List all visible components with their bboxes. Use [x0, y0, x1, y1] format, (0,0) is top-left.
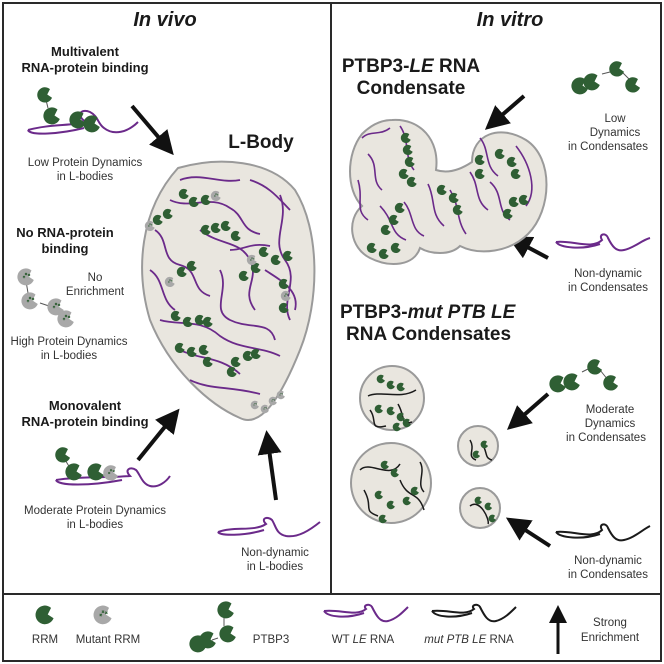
legend-arrow-1: Strong [593, 617, 627, 629]
le-rna-caption-1: Non-dynamic [574, 268, 642, 280]
legend-wt-italic: LE [352, 634, 367, 646]
mut-title-italic: mut PTB LE [407, 302, 516, 323]
le-free-ptbp3 [571, 61, 641, 95]
le-title-prefix: PTBP3- [341, 56, 410, 77]
multivalent-heading-2: RNA-protein binding [21, 60, 149, 75]
mut-title-prefix: PTBP3- [340, 302, 408, 323]
legend-arrow-2: Enrichment [580, 632, 640, 644]
lbody-label: L-Body [228, 132, 294, 153]
in-vivo-title: In vivo [133, 9, 197, 31]
no-enrichment-1: No [87, 272, 103, 284]
le-free-rna [555, 233, 651, 252]
arrow-multivalent-to-lbody [130, 104, 174, 156]
monovalent-caption-1: Moderate Protein Dynamics [24, 505, 166, 517]
mutant-ptbp3 [16, 267, 75, 328]
no-enrichment-2: Enrichment [65, 286, 125, 298]
invivo-rna-caption-2: in L-bodies [246, 561, 304, 573]
multivalent-caption-1: Low Protein Dynamics [27, 157, 143, 169]
legend-wt-suffix: RNA [366, 634, 395, 646]
free-wt-rna-invivo [217, 516, 321, 538]
le-protein-caption-2: Dynamics [589, 127, 641, 139]
legend-wt-prefix: WT [331, 634, 353, 646]
mut-free-ptbp3 [549, 359, 619, 393]
mut-protein-caption-2: Dynamics [584, 418, 636, 430]
legend-panel [2, 593, 662, 662]
no-binding-caption-1: High Protein Dynamics [10, 336, 128, 348]
mut-protein-caption-3: in Condensates [566, 432, 646, 444]
legend-ptbp3: PTBP3 [252, 634, 290, 646]
invivo-rna-caption-1: Non-dynamic [241, 547, 309, 559]
le-condensate [349, 118, 548, 265]
le-rna-caption-2: in Condensates [568, 282, 648, 294]
legend-wt-rna: WT LE RNA [318, 634, 408, 648]
legend-mutant-rrm-icon [93, 605, 113, 625]
legend-ptbp3-icon [189, 601, 236, 653]
lbody [141, 160, 316, 421]
multivalent-caption-2: in L-bodies [56, 171, 114, 183]
le-title-italic: LE [409, 56, 434, 77]
monovalent-ptbp3-on-rna [55, 447, 171, 488]
lbody-membrane [141, 160, 316, 421]
mut-free-rna [555, 523, 651, 542]
legend-rrm: RRM [31, 634, 59, 646]
monovalent-caption-2: in L-bodies [66, 519, 124, 531]
mut-protein-caption-1: Moderate [585, 404, 635, 416]
mut-rna-caption-1: Non-dynamic [574, 555, 642, 567]
multivalent-heading-1: Multivalent [51, 44, 119, 59]
no-binding-heading-2: binding [41, 241, 89, 256]
no-binding-caption-2: in L-bodies [40, 350, 98, 362]
legend-mut-rna: mut PTB LE RNA [414, 634, 524, 648]
mut-condensate-title-1: PTBP3-mut PTB LE [340, 302, 540, 325]
mut-condensate-title-2: RNA Condensates [346, 324, 512, 345]
mut-condensates [350, 365, 501, 529]
mut-rna-caption-2: in Condensates [568, 569, 648, 581]
legend-mutant-rrm: Mutant RRM [75, 634, 141, 646]
arrow-monovalent-to-lbody [136, 408, 282, 501]
legend-rrm-icon [35, 605, 54, 625]
legend-mut-suffix: RNA [486, 634, 514, 646]
le-condensate-title-1: PTBP3-LE RNA [336, 56, 486, 79]
legend-mut-rna-icon [431, 603, 517, 623]
le-title-suffix: RNA [433, 56, 481, 77]
legend-wt-rna-icon [323, 603, 409, 623]
le-protein-caption-1: Low [604, 113, 626, 125]
le-condensate-title-2: Condensate [356, 78, 466, 99]
no-binding-heading-1: No RNA-protein [16, 225, 114, 240]
legend-arrow-icon [549, 605, 567, 654]
le-protein-caption-3: in Condensates [568, 141, 648, 153]
legend-mut-italic: mut PTB LE [424, 634, 487, 646]
monovalent-heading-1: Monovalent [48, 398, 122, 413]
multivalent-ptbp3-on-rna [27, 87, 139, 135]
monovalent-heading-2: RNA-protein binding [21, 414, 149, 429]
le-arrows [484, 94, 552, 548]
in-vitro-title: In vitro [476, 9, 544, 31]
